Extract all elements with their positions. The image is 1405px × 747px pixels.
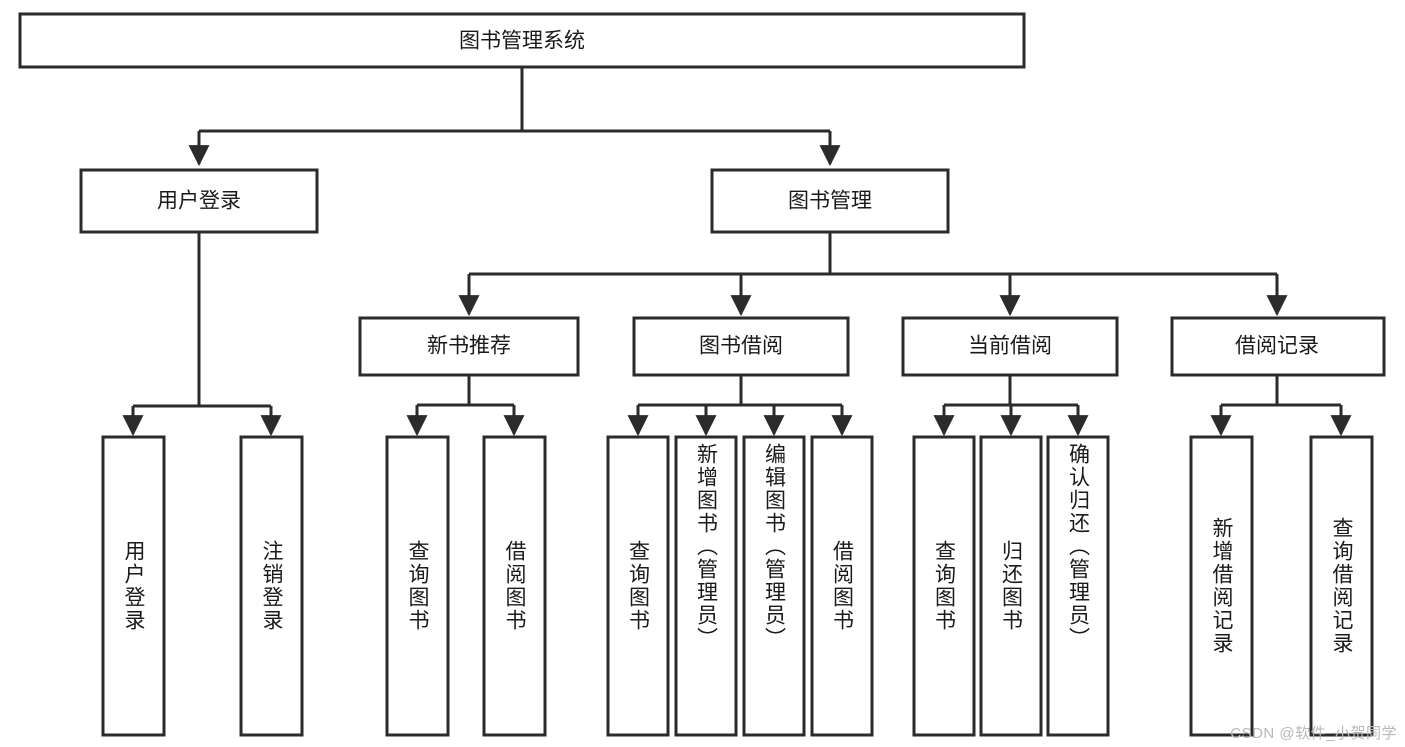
- node-book-borrow[interactable]: 图书借阅: [632, 316, 850, 377]
- new-book-recommend-box[interactable]: [358, 316, 580, 377]
- edge-group-borrow-record-to-leaves: [1210, 375, 1352, 437]
- leaf-boxes-current-borrow: [912, 435, 1110, 737]
- node-new-book-recommend[interactable]: 新书推荐: [358, 316, 580, 377]
- leaf-boxes-user-login: [101, 435, 304, 737]
- current-borrow-box[interactable]: [901, 316, 1119, 377]
- leaf-box-query-record[interactable]: [1309, 435, 1374, 737]
- leaf-box-add-book[interactable]: [674, 435, 738, 737]
- leaf-box-edit-book[interactable]: [742, 435, 806, 737]
- current-borrow-label: 当前借阅: [968, 335, 1052, 358]
- leaf-box-return-book[interactable]: [979, 435, 1043, 737]
- node-book-manage[interactable]: 图书管理: [710, 168, 950, 234]
- edge-group-new-book-recommend-to-leaves: [406, 375, 525, 437]
- book-borrow-box[interactable]: [632, 316, 850, 377]
- user-login-box[interactable]: [79, 168, 319, 234]
- new-book-recommend-label: 新书推荐: [427, 335, 511, 358]
- edge-group-book-manage-to-level3: [458, 232, 1288, 317]
- leaf-box-confirm-return[interactable]: [1046, 435, 1110, 737]
- leaf-box-query-book-2[interactable]: [606, 435, 670, 737]
- leaf-boxes-borrow-record: [1189, 435, 1374, 737]
- leaf-box-borrow-book-2[interactable]: [810, 435, 874, 737]
- leaf-box-query-book-3[interactable]: [912, 435, 976, 737]
- edge-group-current-borrow-to-leaves: [933, 375, 1089, 437]
- watermark-text: CSDN @软件_小贺同学: [1230, 725, 1397, 742]
- root-label: 图书管理系统: [459, 30, 585, 53]
- leaf-box-query-book-1[interactable]: [385, 435, 450, 737]
- node-root[interactable]: 图书管理系统: [18, 12, 1026, 69]
- leaf-boxes-book-borrow: [606, 435, 874, 737]
- user-login-label: 用户登录: [157, 190, 241, 213]
- edge-group-book-borrow-to-leaves: [627, 375, 853, 437]
- leaf-boxes-new-book-recommend: [385, 435, 547, 737]
- book-manage-label: 图书管理: [788, 190, 872, 213]
- borrow-record-label: 借阅记录: [1235, 335, 1319, 358]
- edge-group-user-login-to-leaves: [122, 232, 282, 437]
- leaf-box-borrow-book-1[interactable]: [482, 435, 547, 737]
- root-box[interactable]: [18, 12, 1026, 69]
- leaf-box-user-login[interactable]: [101, 435, 166, 737]
- leaf-box-add-record[interactable]: [1189, 435, 1254, 737]
- node-user-login[interactable]: 用户登录: [79, 168, 319, 234]
- edge-group-root-to-level2: [188, 67, 841, 167]
- book-borrow-label: 图书借阅: [699, 335, 783, 358]
- node-borrow-record[interactable]: 借阅记录: [1170, 316, 1386, 377]
- node-current-borrow[interactable]: 当前借阅: [901, 316, 1119, 377]
- borrow-record-box[interactable]: [1170, 316, 1386, 377]
- leaf-box-logout[interactable]: [239, 435, 304, 737]
- book-manage-box[interactable]: [710, 168, 950, 234]
